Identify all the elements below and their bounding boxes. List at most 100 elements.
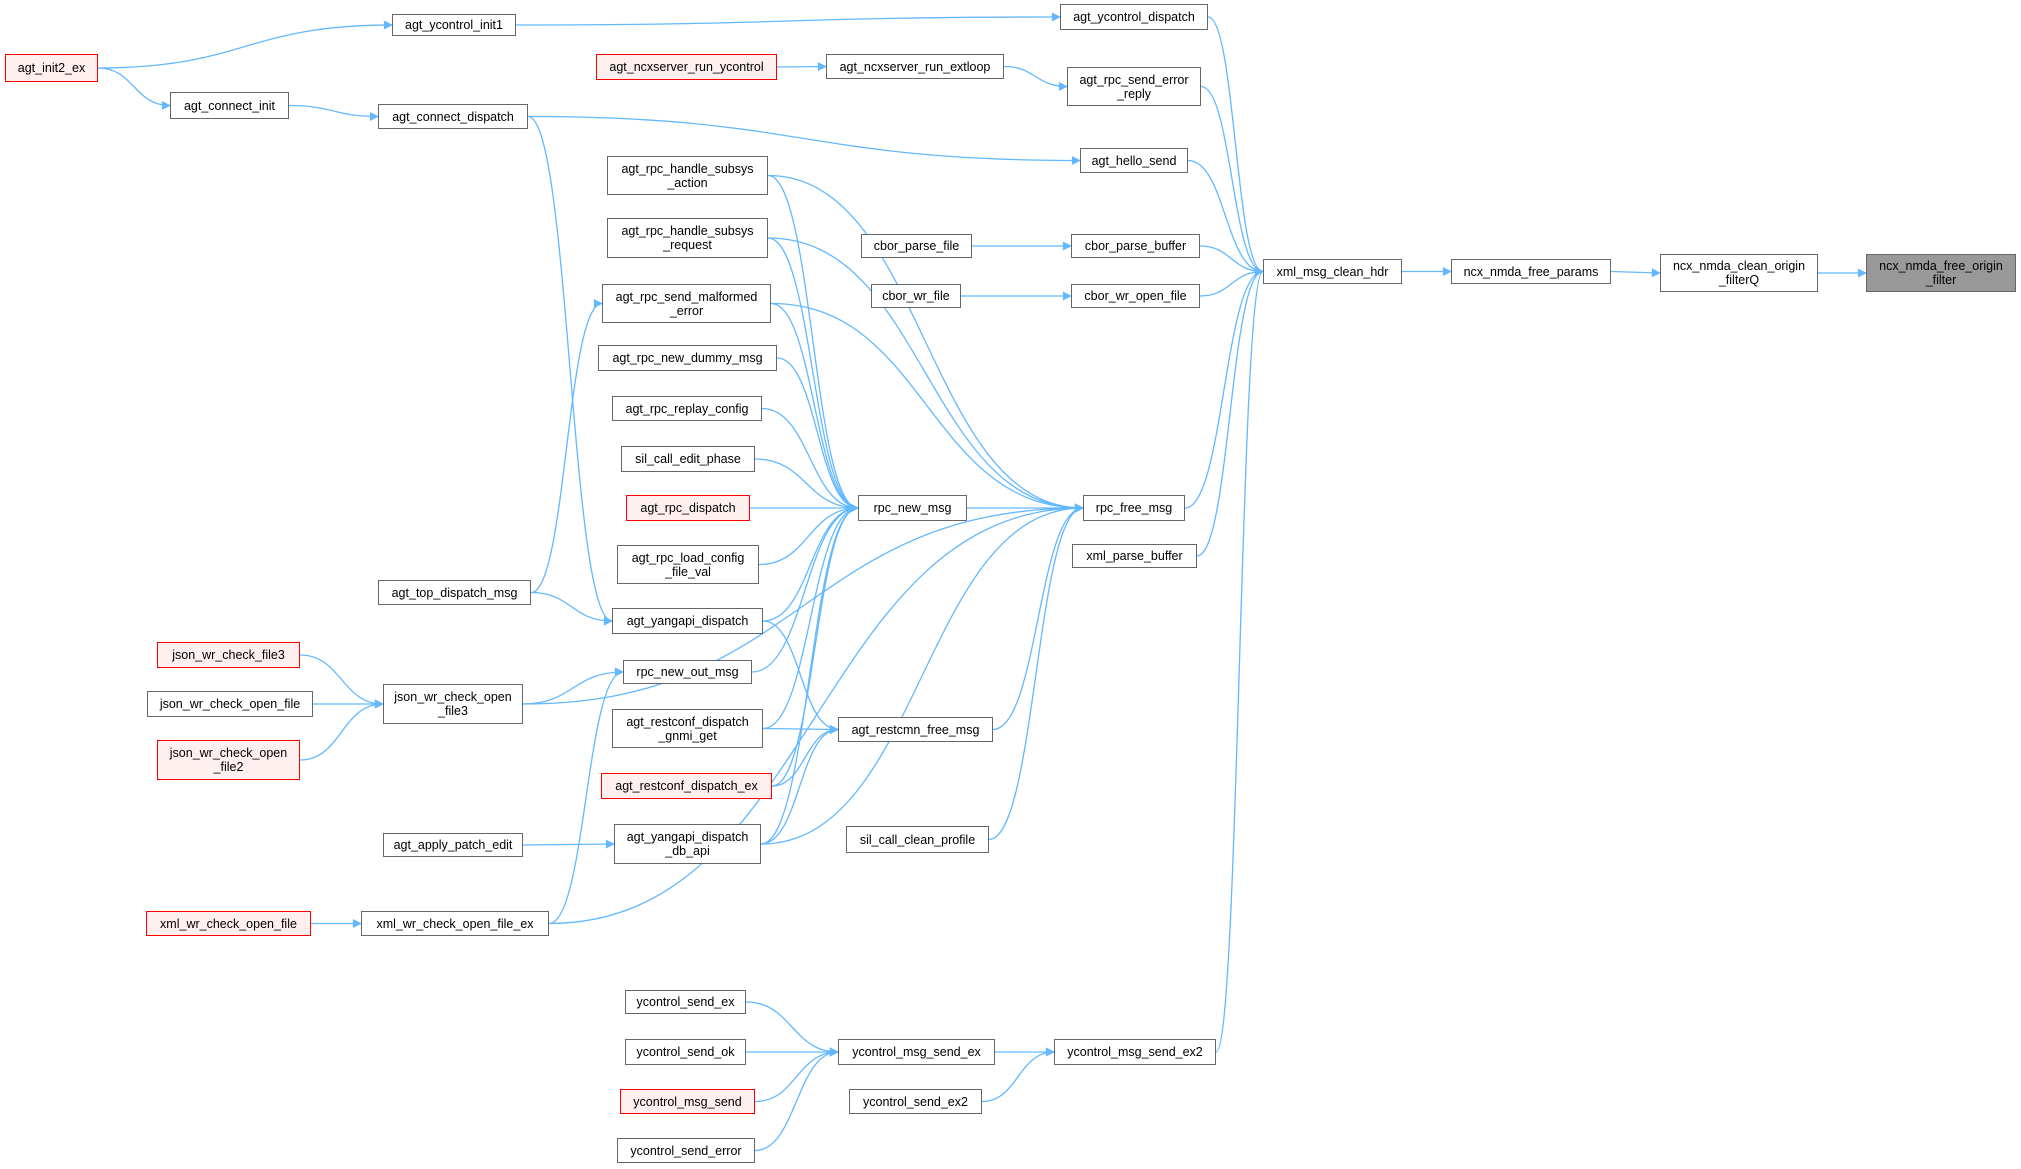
edge-agt-yangapi-dispatch-db-api-to-agt-restcmn-free-msg xyxy=(760,725,839,845)
edge-agt-yangapi-dispatch-to-rpc-new-msg xyxy=(762,503,859,622)
edge-json-wr-check-open-file3-to-rpc-new-out-msg xyxy=(522,667,624,705)
node-agt-top-dispatch-msg[interactable]: agt_top_dispatch_msg xyxy=(378,580,531,605)
node-agt-connect-init[interactable]: agt_connect_init xyxy=(170,92,289,119)
node-label: ncx_nmda_free_params xyxy=(1463,264,1599,279)
edge-xml-wr-check-open-file-ex-to-rpc-new-out-msg xyxy=(548,667,624,925)
node-rpc-new-msg[interactable]: rpc_new_msg xyxy=(858,495,967,521)
node-cbor-parse-file[interactable]: cbor_parse_file xyxy=(861,234,972,258)
edge-agt-top-dispatch-msg-to-agt-yangapi-dispatch xyxy=(530,591,613,626)
node-label: json_wr_check_open_file xyxy=(159,697,301,711)
node-label: agt_ycontrol_init1 xyxy=(405,18,503,32)
edge-agt-rpc-new-dummy-msg-to-rpc-new-msg xyxy=(776,357,859,513)
node-agt-connect-dispatch[interactable]: agt_connect_dispatch xyxy=(378,104,528,129)
node-label: xml_wr_check_open_file xyxy=(160,916,297,931)
node-agt-ncxserver-run-extloop[interactable]: agt_ncxserver_run_extloop xyxy=(826,54,1004,79)
node-agt-rpc-load-config-file-val[interactable]: agt_rpc_load_config _file_val xyxy=(617,545,759,584)
node-cbor-wr-open-file[interactable]: cbor_wr_open_file xyxy=(1071,284,1200,308)
node-label: agt_rpc_replay_config xyxy=(625,401,749,416)
node-ycontrol-send-ok[interactable]: ycontrol_send_ok xyxy=(625,1039,746,1065)
node-agt-restconf-dispatch-ex[interactable]: agt_restconf_dispatch_ex xyxy=(601,773,772,799)
node-xml-wr-check-open-file[interactable]: xml_wr_check_open_file xyxy=(146,911,311,936)
edge-xml-parse-buffer-to-xml-msg-clean-hdr xyxy=(1196,267,1264,557)
node-ycontrol-msg-send-ex2[interactable]: ycontrol_msg_send_ex2 xyxy=(1054,1039,1216,1065)
edge-agt-connect-dispatch-to-agt-yangapi-dispatch xyxy=(527,115,613,626)
node-ncx-nmda-free-params[interactable]: ncx_nmda_free_params xyxy=(1451,259,1611,284)
node-label: agt_rpc_handle_subsys _request xyxy=(621,224,754,252)
edge-agt-connect-dispatch-to-agt-hello-send xyxy=(527,115,1081,165)
node-label: cbor_wr_open_file xyxy=(1084,289,1187,303)
node-json-wr-check-file3[interactable]: json_wr_check_file3 xyxy=(157,642,300,668)
edge-agt-top-dispatch-msg-to-agt-rpc-send-malformed-error xyxy=(530,299,603,594)
node-label: agt_yangapi_dispatch _db_api xyxy=(626,830,749,858)
edge-ycontrol-msg-send-to-ycontrol-msg-send-ex xyxy=(754,1047,839,1103)
node-ycontrol-msg-send-ex[interactable]: ycontrol_msg_send_ex xyxy=(838,1039,995,1065)
node-xml-parse-buffer[interactable]: xml_parse_buffer xyxy=(1072,544,1197,568)
node-agt-rpc-handle-subsys-action[interactable]: agt_rpc_handle_subsys _action xyxy=(607,156,768,195)
node-label: ycontrol_msg_send_ex2 xyxy=(1067,1045,1203,1059)
node-agt-rpc-new-dummy-msg[interactable]: agt_rpc_new_dummy_msg xyxy=(598,345,777,371)
node-label: cbor_wr_file xyxy=(882,289,950,303)
node-label: agt_connect_init xyxy=(183,98,276,113)
node-agt-rpc-send-error-reply[interactable]: agt_rpc_send_error _reply xyxy=(1067,67,1201,106)
node-ycontrol-send-ex2[interactable]: ycontrol_send_ex2 xyxy=(849,1089,982,1114)
node-label: ncx_nmda_free_origin _filter xyxy=(1879,259,2003,287)
node-label: json_wr_check_file3 xyxy=(172,648,285,662)
node-label: cbor_parse_file xyxy=(873,239,960,253)
node-label: cbor_parse_buffer xyxy=(1084,239,1187,253)
node-agt-hello-send[interactable]: agt_hello_send xyxy=(1080,148,1188,173)
node-agt-restconf-dispatch-gnmi-get[interactable]: agt_restconf_dispatch _gnmi_get xyxy=(612,709,763,748)
node-agt-rpc-replay-config[interactable]: agt_rpc_replay_config xyxy=(612,396,762,421)
node-label: agt_rpc_send_malformed _error xyxy=(615,289,758,318)
node-ycontrol-send-error[interactable]: ycontrol_send_error xyxy=(617,1138,755,1163)
node-ncx-nmda-clean-origin-filterQ[interactable]: ncx_nmda_clean_origin _filterQ xyxy=(1660,254,1818,292)
node-agt-yangapi-dispatch[interactable]: agt_yangapi_dispatch xyxy=(612,608,763,634)
node-agt-rpc-handle-subsys-request[interactable]: agt_rpc_handle_subsys _request xyxy=(607,218,768,258)
node-sil-call-edit-phase[interactable]: sil_call_edit_phase xyxy=(621,446,755,472)
edge-sil-call-clean-profile-to-rpc-free-msg xyxy=(988,503,1084,841)
node-label: ycontrol_send_ex xyxy=(636,995,735,1009)
node-agt-apply-patch-edit[interactable]: agt_apply_patch_edit xyxy=(383,833,523,857)
node-json-wr-check-open-file[interactable]: json_wr_check_open_file xyxy=(147,691,313,717)
node-xml-wr-check-open-file-ex[interactable]: xml_wr_check_open_file_ex xyxy=(361,911,549,936)
edge-agt-apply-patch-edit-to-agt-yangapi-dispatch-db-api xyxy=(522,839,615,849)
edge-agt-rpc-send-malformed-error-to-rpc-new-msg xyxy=(770,302,859,513)
node-agt-ycontrol-init1[interactable]: agt_ycontrol_init1 xyxy=(392,14,516,36)
edge-agt-rpc-handle-subsys-request-to-rpc-new-msg xyxy=(767,237,859,513)
edge-agt-ycontrol-dispatch-to-xml-msg-clean-hdr xyxy=(1207,16,1264,276)
node-agt-ycontrol-dispatch[interactable]: agt_ycontrol_dispatch xyxy=(1060,4,1208,30)
node-label: json_wr_check_open _file2 xyxy=(169,746,288,774)
node-json-wr-check-open-file3[interactable]: json_wr_check_open _file3 xyxy=(383,684,523,724)
node-ycontrol-send-ex[interactable]: ycontrol_send_ex xyxy=(625,990,746,1014)
node-cbor-parse-buffer[interactable]: cbor_parse_buffer xyxy=(1071,234,1200,258)
edge-cbor-wr-open-file-to-xml-msg-clean-hdr xyxy=(1199,267,1264,297)
node-label: ncx_nmda_clean_origin _filterQ xyxy=(1672,259,1806,287)
node-ycontrol-msg-send[interactable]: ycontrol_msg_send xyxy=(620,1089,755,1114)
node-agt-yangapi-dispatch-db-api[interactable]: agt_yangapi_dispatch _db_api xyxy=(614,824,761,864)
node-rpc-free-msg[interactable]: rpc_free_msg xyxy=(1083,495,1185,521)
node-xml-msg-clean-hdr[interactable]: xml_msg_clean_hdr xyxy=(1263,259,1402,284)
node-sil-call-clean-profile[interactable]: sil_call_clean_profile xyxy=(846,826,989,853)
node-agt-ncxserver-run-ycontrol[interactable]: agt_ncxserver_run_ycontrol xyxy=(596,54,777,80)
edge-ycontrol-send-error-to-ycontrol-msg-send-ex xyxy=(754,1047,839,1152)
node-label: agt_rpc_load_config _file_val xyxy=(631,550,745,579)
edge-xml-wr-check-open-file-ex-to-rpc-free-msg xyxy=(548,503,1084,925)
edge-ncx-nmda-free-params-to-ncx-nmda-clean-origin-filterQ xyxy=(1610,268,1661,278)
node-rpc-new-out-msg[interactable]: rpc_new_out_msg xyxy=(623,660,752,684)
edge-agt-restconf-dispatch-gnmi-get-to-rpc-new-msg xyxy=(762,503,859,730)
node-agt-rpc-dispatch[interactable]: agt_rpc_dispatch xyxy=(626,495,750,521)
node-agt-restcmn-free-msg[interactable]: agt_restcmn_free_msg xyxy=(838,717,993,742)
node-json-wr-check-open-file2[interactable]: json_wr_check_open _file2 xyxy=(157,740,300,780)
edge-json-wr-check-open-file2-to-json-wr-check-open-file3 xyxy=(299,699,384,761)
edge-agt-hello-send-to-xml-msg-clean-hdr xyxy=(1187,159,1264,276)
edge-agt-restconf-dispatch-ex-to-rpc-new-msg xyxy=(771,503,859,787)
node-agt-rpc-send-malformed-error[interactable]: agt_rpc_send_malformed _error xyxy=(602,284,771,323)
edge-agt-rpc-send-malformed-error-to-rpc-free-msg xyxy=(770,302,1084,513)
node-label: ycontrol_msg_send_ex xyxy=(852,1045,981,1059)
edge-agt-connect-init-to-agt-connect-dispatch xyxy=(288,104,379,121)
edge-agt-ycontrol-init1-to-agt-ycontrol-dispatch xyxy=(515,12,1061,26)
node-label: agt_hello_send xyxy=(1091,153,1177,168)
node-cbor-wr-file[interactable]: cbor_wr_file xyxy=(871,284,961,308)
node-agt-init2-ex[interactable]: agt_init2_ex xyxy=(5,54,98,82)
